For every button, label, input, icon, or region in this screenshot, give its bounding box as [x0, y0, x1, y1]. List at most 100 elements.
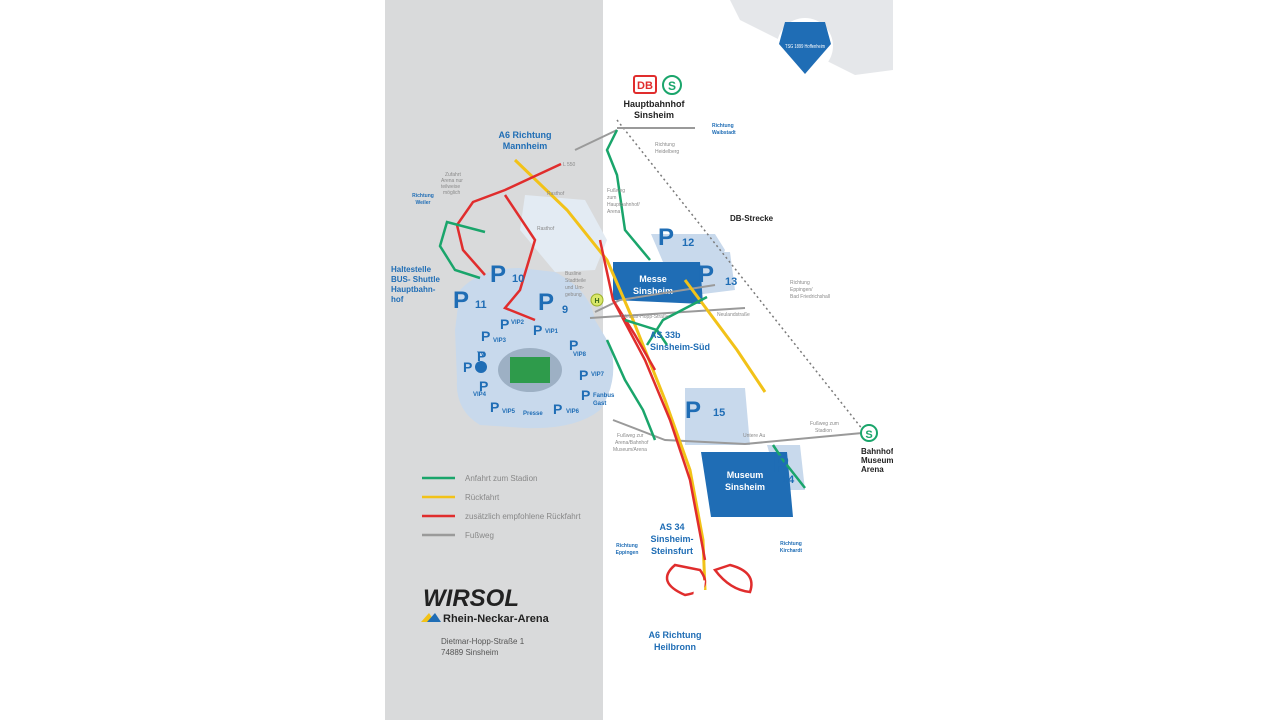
tv-letter: P [477, 348, 486, 364]
museum-station-1: Bahnhof [861, 447, 893, 456]
note-zufahrt-4: möglich [443, 190, 460, 196]
club-lettering: TSG 1899 Hoffenheim [785, 44, 825, 50]
db-rail [616, 119, 864, 431]
a6-mannheim-1: A6 Richtung [499, 130, 552, 140]
note-fussweg-arena-2: Arena/Bahnhof [615, 440, 649, 446]
parking-p13-letter: P [698, 261, 714, 288]
map-canvas: TSG 1899 Hoffenheim DB S Hauptbahnhof Si… [385, 0, 896, 722]
footpaths [574, 127, 874, 446]
buses-2: Stadtteile [565, 278, 586, 284]
note-zufahrt-2: Arena nur [441, 178, 463, 184]
note-fussweg-stadion-2: Stadion [815, 428, 832, 434]
parking-p14-letter: P [773, 451, 789, 478]
dir-kirchardt-2: Kirchardt [780, 548, 803, 554]
bus-stop-1: Haltestelle [391, 265, 432, 274]
legend: Anfahrt zum Stadion Rückfahrt zusätzlich… [422, 474, 581, 540]
parking-p9-number: 9 [562, 304, 568, 316]
note-fussweg-arena-3: Museum/Arena [613, 447, 647, 453]
rasthof-label-1: Rasthof [547, 191, 565, 197]
vip3-label: VIP3 [493, 338, 507, 344]
note-fussweg-stadion-1: Fußweg zum [810, 421, 839, 427]
l550-label: L 550 [563, 162, 576, 168]
svg-text:DB: DB [637, 80, 653, 92]
parking-p15-number: 15 [713, 407, 725, 419]
db-strecke-label: DB-Strecke [730, 214, 774, 223]
as34-2: Sinsheim- [650, 534, 693, 544]
buses-4: gebung [565, 292, 582, 298]
fanbus-letter: P [581, 387, 590, 403]
disabled-letter: P [463, 359, 472, 375]
extra-return-routes [455, 162, 753, 597]
vip1-letter: P [533, 322, 542, 338]
vip7-label: VIP7 [591, 372, 605, 378]
vip8-letter: P [569, 337, 578, 353]
note-fussweg-hbf-3: Hauptbahnhof/ [607, 202, 640, 208]
dietmar-hopp-strasse-label: Dietmar-Hopp-Straße [621, 314, 669, 320]
brand-wirsol: WIRSOL [423, 585, 519, 612]
parking-p13-number: 13 [725, 276, 737, 288]
legend-label-extra-return: zusätzlich empfohlene Rückfahrt [465, 512, 581, 521]
as34-1: AS 34 [659, 522, 684, 532]
rasthof-area [520, 195, 607, 272]
svg-text:Museum: Museum [727, 470, 764, 480]
neulandstrasse-label: Neulandstraße [717, 312, 750, 318]
parking-p14-number: 14 [782, 474, 795, 486]
sbahn-logo-hbf: S [662, 75, 682, 95]
untere-au-label: Untere Au [743, 433, 765, 439]
legend-label-footpath: Fußweg [465, 531, 494, 540]
vip2-letter: P [500, 316, 509, 332]
hbf-label-1: Hauptbahnhof [624, 99, 686, 109]
dir-eppingen-bf-1: Richtung [790, 280, 810, 286]
vip5-label: VIP5 [502, 409, 516, 415]
dir-eppingen-bf-3: Bad Friedrichshall [790, 294, 830, 300]
tv-label: TV [477, 352, 485, 358]
fanbus-label-2: Gast [593, 401, 606, 407]
svg-text:Sinsheim: Sinsheim [725, 482, 765, 492]
a6-mannheim-2: Mannheim [503, 141, 548, 151]
as34-3: Steinsfurt [651, 546, 693, 556]
bus-stop-4: hof [391, 295, 404, 304]
db-logo: DB [633, 75, 657, 94]
legend-label-arrival: Anfahrt zum Stadion [465, 474, 537, 483]
dir-heidelberg-1: Richtung [655, 142, 675, 148]
vip8-label: VIP8 [573, 352, 587, 358]
a6-heilbronn-1: A6 Richtung [649, 630, 702, 640]
svg-text:Sinsheim: Sinsheim [633, 286, 673, 296]
as33b-2: Sinsheim-Süd [650, 342, 710, 352]
parking-p12-number: 12 [682, 237, 694, 249]
parking-p10-letter: P [490, 261, 506, 288]
dir-waibstadt-1: Richtung [712, 123, 734, 129]
parking-p10-number: 10 [512, 273, 524, 285]
museum-station-3: Arena [861, 465, 884, 474]
parking-p15-letter: P [685, 397, 701, 424]
museum-station-2: Museum/ [861, 456, 893, 465]
vip7-letter: P [579, 367, 588, 383]
buses-3: und Um- [565, 285, 585, 291]
brand-arena: Rhein-Neckar-Arena [443, 613, 550, 625]
dir-kirchardt-1: Richtung [780, 541, 802, 547]
parking-p11-letter: P [453, 287, 469, 314]
brand-block: WIRSOL Rhein-Neckar-Arena Dietmar-Hopp-S… [421, 585, 550, 657]
vip6-label: VIP6 [566, 409, 580, 415]
stadium [498, 348, 562, 392]
stadium-parking-area [455, 268, 614, 429]
vip1-label: VIP1 [545, 329, 559, 335]
dir-heidelberg-2: Heidelberg [655, 149, 679, 155]
svg-text:H: H [594, 298, 599, 305]
as33b-1: AS 33b [650, 330, 681, 340]
fanbus-label-1: Fanbus [593, 393, 615, 399]
note-fussweg-hbf-4: Arena [607, 209, 621, 215]
dir-eppingen-1: Richtung [616, 543, 638, 549]
bus-stop-icon: H [590, 293, 604, 307]
arena-map: TSG 1899 Hoffenheim DB S Hauptbahnhof Si… [385, 0, 896, 722]
legend-label-return: Rückfahrt [465, 493, 500, 502]
return-route-east [683, 279, 767, 393]
parking-p9-letter: P [538, 289, 554, 316]
dir-eppingen-bf-2: Eppingen/ [790, 287, 813, 293]
dir-weiler-1: Richtung [412, 193, 434, 199]
hbf-label-2: Sinsheim [634, 110, 674, 120]
parking-p11-number: 11 [475, 299, 487, 311]
note-fussweg-arena-1: Fußweg zur [617, 433, 644, 439]
note-zufahrt-1: Zufahrt [445, 172, 461, 178]
note-zufahrt-3: teilweise [441, 184, 460, 190]
